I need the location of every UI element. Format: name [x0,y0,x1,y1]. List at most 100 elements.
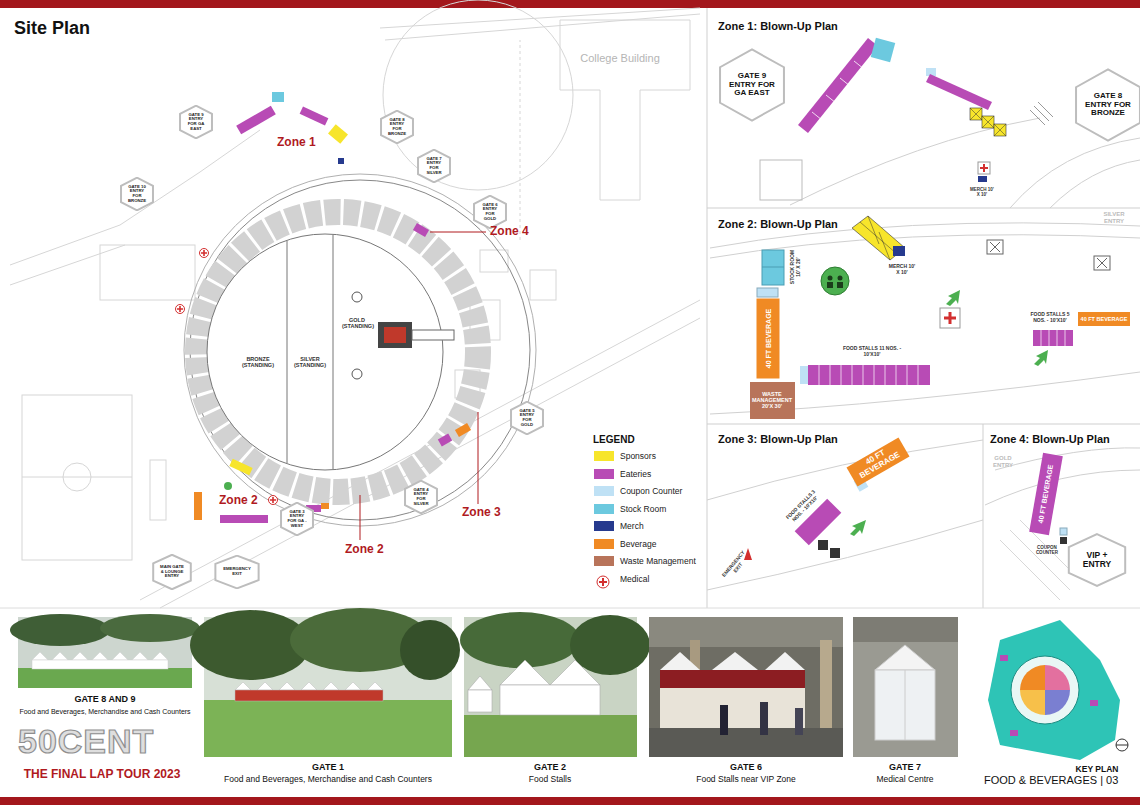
stall-box: 40 FT BEVERAGE [756,298,779,378]
plan-shape [112,652,128,660]
legend-text: Sponsors [620,450,656,462]
plan-shape [352,292,362,302]
plan-shape [660,652,700,670]
plan-shape [530,270,556,300]
plan-shape [269,496,278,505]
plan-shape [1045,665,1070,690]
node-label: 40 FT BEVERAGE [1081,316,1128,322]
plan-shape [520,40,521,240]
plan-label: LEGEND [593,434,635,446]
legend-swatch [594,451,614,461]
plan-shape [980,164,988,172]
plan-shape [570,615,650,675]
plan-shape [220,515,268,523]
plan-shape [830,548,840,558]
plan-shape [819,365,918,385]
plan-label: Food and Beverages, Merchandise and Cash… [224,775,432,785]
gate-hexagon: GATE 4 ENTRY FOR SILVER [404,480,438,514]
plan-shape [201,250,207,256]
plan-shape [765,652,805,670]
plan-shape [1030,102,1053,125]
plan-shape [480,250,508,272]
plan-shape [707,424,1140,425]
hexagon-shape [405,481,437,514]
plan-shape [837,282,843,288]
plan-shape [32,652,48,660]
plan-shape [1116,739,1128,751]
plan-shape [660,688,805,728]
plan-shape [100,614,200,642]
plan-shape [790,118,1040,205]
node-label: EMERGENCY EXIT [222,567,252,576]
plan-shape [360,495,361,540]
plan-shape [1050,160,1140,208]
plan-shape [500,660,550,685]
plan-shape [978,176,987,182]
plan-label: COUPON COUNTER [1027,545,1067,555]
plan-shape [430,232,486,233]
legend-text: Stock Room [620,503,666,515]
plan-shape [827,282,833,288]
plan-label: GOLD (STANDING) [342,317,372,330]
node-label: GATE 10 ENTRY FOR BRONZE [126,185,147,204]
roads [10,0,700,608]
plan-shape [455,423,471,437]
plan-shape [762,267,784,268]
plan-shape [1020,665,1045,690]
plan-shape [828,276,833,281]
plan-label: Zone 1: Blown-Up Plan [718,20,838,33]
plan-shape [235,682,383,701]
node-label: GATE 9 ENTRY FOR GA EAST [729,72,775,98]
plan-shape [875,670,935,740]
node-label: GATE 6 ENTRY FOR GOLD [479,203,500,222]
plan-label: MERCH 10' X 10' [887,264,917,276]
key-plan [988,620,1128,760]
plan-shape [352,369,362,379]
plan-label: STOCK ROOM 10' X 20' [790,247,802,287]
plan-label: MERCH 10' X 10' [970,187,994,197]
plan-label: Medical Centre [876,775,933,785]
plan-shape [132,652,148,660]
plan-label: Food Stalls [529,775,572,785]
plan-shape [760,702,768,735]
stall-box: 40 FT BEVERAGE [1078,312,1130,326]
legend-swatch [594,469,614,479]
plan-shape [812,61,864,120]
stall-box: 40 FT BEVERAGE [847,437,910,486]
plan-shape [970,108,1006,136]
legend-text: Merch [620,520,644,532]
tour-logo: 50CENT [18,722,154,761]
plan-shape [599,578,607,586]
plan-shape [1060,528,1067,535]
plan-shape [32,660,168,669]
plan-shape [1000,655,1008,661]
plan-shape [152,652,168,660]
plan-shape [720,705,728,735]
plan-shape [875,645,935,670]
page-title: Site Plan [14,18,90,39]
plan-shape [821,267,849,295]
plan-label: GATE 1 [312,762,344,772]
node-label: GATE 4 ENTRY FOR SILVER [410,488,431,507]
gate-hexagon: EMERGENCY EXIT [214,555,260,589]
plan-shape [345,682,361,690]
plan-shape [468,660,600,715]
zone-label: Zone 4 [490,225,529,239]
plan-shape [649,617,843,647]
plan-shape [52,652,68,660]
plan-label: Zone 3: Blown-Up Plan [718,433,838,446]
plan-shape [990,242,1107,268]
plan-shape [0,608,1140,609]
plan-shape [1010,138,1140,208]
gate-hexagon: GATE 8 ENTRY FOR BRONZE [380,110,414,144]
gate-hexagon: GATE 9 ENTRY FOR GA EAST [179,105,213,139]
plan-shape [853,617,958,757]
plan-shape [18,668,192,688]
plan-shape [940,308,960,328]
zone-label: Zone 2 [345,543,384,557]
plan-shape [100,245,195,300]
plan-shape [190,180,530,520]
node-label: WASTE MANAGEMENT 20'X 30' [752,391,793,409]
plan-shape [235,682,251,690]
